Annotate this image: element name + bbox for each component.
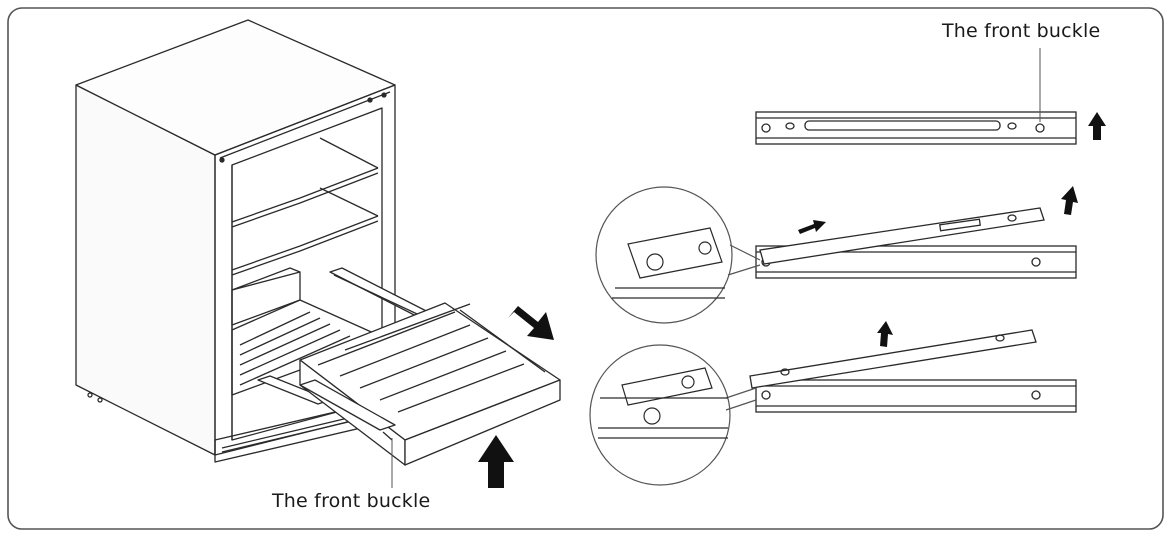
drawer-tray [299, 302, 561, 441]
rail-step-1 [755, 111, 1077, 145]
front-buckle-label-top: The front buckle [942, 20, 1101, 42]
outer-frame [7, 7, 1164, 530]
refrigerator-illustration [75, 19, 396, 463]
up-arrow-icon-3 [877, 321, 893, 347]
zoom-circle-2 [589, 344, 757, 486]
pull-out-arrow-icon [508, 306, 554, 340]
rail-step-2 [755, 207, 1077, 279]
arrows-drawer [478, 306, 554, 488]
pull-out-drawer [257, 267, 561, 466]
left-arrow-icon [798, 220, 826, 234]
interior-shelves [231, 137, 379, 396]
up-arrow-icon-2 [1061, 186, 1078, 215]
front-buckle-label-bottom: The front buckle [272, 490, 431, 512]
up-arrow-icon-1 [1088, 112, 1106, 140]
lift-up-arrow-icon [478, 435, 514, 488]
zoom-circle-1 [595, 186, 761, 324]
rail-step-3 [749, 329, 1077, 413]
